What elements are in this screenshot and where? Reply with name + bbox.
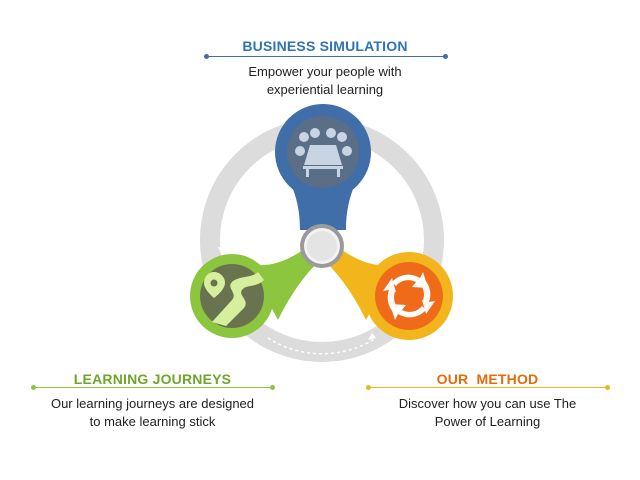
business-simulation-title: BUSINESS SIMULATION xyxy=(242,38,408,54)
our-method-title: OUR METHOD xyxy=(436,371,539,387)
meeting-table-icon xyxy=(295,128,352,177)
right-rule-dot-right xyxy=(605,385,610,390)
right-lobe-inner xyxy=(375,262,443,330)
our-method-desc-line1: Discover how you can use The xyxy=(398,396,577,411)
business-simulation-desc-line1: Empower your people with xyxy=(248,64,402,79)
learning-journeys-title: LEARNING JOURNEYS xyxy=(73,371,232,387)
our-method-block: OUR METHOD Discover how you can use The … xyxy=(365,371,610,431)
left-rule-dot-left xyxy=(31,385,36,390)
left-rule-dot-right xyxy=(270,385,275,390)
top-rule xyxy=(207,56,445,57)
arm-green xyxy=(248,250,318,320)
cycle-arrows-icon xyxy=(383,272,435,320)
left-rule xyxy=(34,387,272,388)
business-simulation-block: BUSINESS SIMULATION Empower your people … xyxy=(200,38,450,99)
learning-journeys-desc-line1: Our learning journeys are designed xyxy=(50,396,255,411)
business-simulation-desc-line2: experiential learning xyxy=(266,82,384,97)
right-rule-dot-left xyxy=(366,385,371,390)
learning-journeys-block: LEARNING JOURNEYS Our learning journeys … xyxy=(30,371,275,431)
ring-arrow-left xyxy=(220,157,269,256)
top-rule-dot-left xyxy=(204,54,209,59)
right-rule xyxy=(369,387,607,388)
map-path-icon xyxy=(204,272,264,326)
learning-journeys-desc-line2: to make learning stick xyxy=(89,414,216,429)
ring-arrow-right xyxy=(375,157,424,256)
our-method-desc-line2: Power of Learning xyxy=(434,414,541,429)
top-rule-dot-right xyxy=(443,54,448,59)
ring-arrow-bottom xyxy=(267,337,377,355)
